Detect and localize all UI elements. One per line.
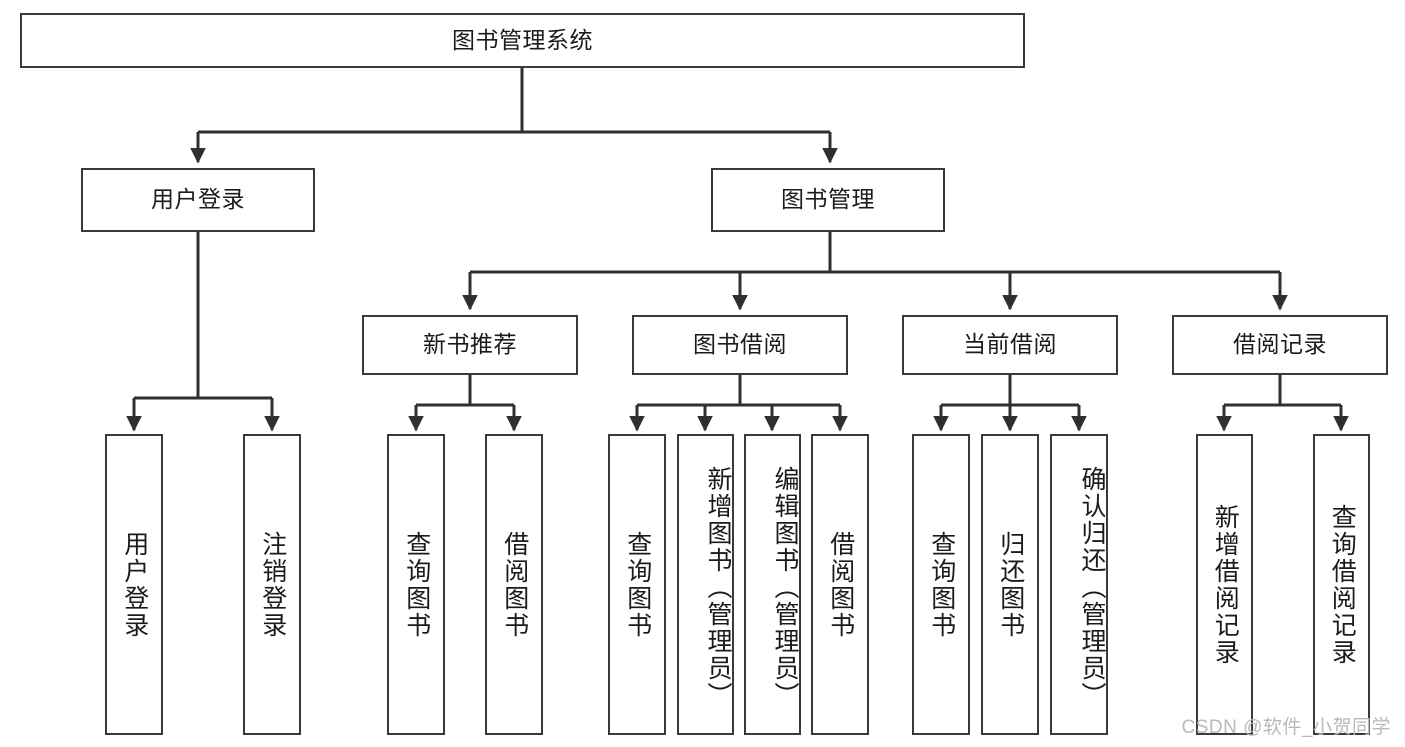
leaf-query-book-2[interactable]: 查询图书 xyxy=(608,434,666,735)
leaf-query-book-3-label: 查询图书 xyxy=(927,530,956,639)
node-current-borrow[interactable]: 当前借阅 xyxy=(902,315,1118,375)
node-new-book-recommend-label: 新书推荐 xyxy=(423,331,517,358)
node-user-login[interactable]: 用户登录 xyxy=(81,168,315,232)
node-book-borrow[interactable]: 图书借阅 xyxy=(632,315,848,375)
leaf-edit-book[interactable]: 编辑图书（管理员） xyxy=(744,434,801,735)
leaf-query-book-2-label: 查询图书 xyxy=(623,530,652,639)
leaf-user-login[interactable]: 用户登录 xyxy=(105,434,163,735)
leaf-query-book-3[interactable]: 查询图书 xyxy=(912,434,970,735)
leaf-edit-book-label: 编辑图书（管理员） xyxy=(771,466,799,709)
watermark: CSDN @软件_小贺同学 xyxy=(1181,717,1391,738)
node-borrow-record-label: 借阅记录 xyxy=(1233,331,1327,358)
leaf-return-book[interactable]: 归还图书 xyxy=(981,434,1039,735)
node-book-manage-label: 图书管理 xyxy=(781,186,875,213)
node-current-borrow-label: 当前借阅 xyxy=(963,331,1057,358)
leaf-return-book-label: 归还图书 xyxy=(996,530,1025,639)
leaf-add-book[interactable]: 新增图书（管理员） xyxy=(677,434,734,735)
leaf-add-record-label: 新增借阅记录 xyxy=(1211,503,1240,666)
leaf-query-record-label: 查询借阅记录 xyxy=(1328,503,1357,666)
node-new-book-recommend[interactable]: 新书推荐 xyxy=(362,315,578,375)
leaf-borrow-book-1-label: 借阅图书 xyxy=(500,530,529,639)
leaf-borrow-book-2-label: 借阅图书 xyxy=(826,530,855,639)
leaf-borrow-book-1[interactable]: 借阅图书 xyxy=(485,434,543,735)
leaf-confirm-return[interactable]: 确认归还（管理员） xyxy=(1050,434,1108,735)
leaf-query-record[interactable]: 查询借阅记录 xyxy=(1313,434,1370,735)
leaf-confirm-return-label: 确认归还（管理员） xyxy=(1078,466,1106,709)
leaf-query-book-1[interactable]: 查询图书 xyxy=(387,434,445,735)
node-root[interactable]: 图书管理系统 xyxy=(20,13,1025,68)
node-book-manage[interactable]: 图书管理 xyxy=(711,168,945,232)
leaf-add-book-label: 新增图书（管理员） xyxy=(704,466,732,709)
node-borrow-record[interactable]: 借阅记录 xyxy=(1172,315,1388,375)
leaf-borrow-book-2[interactable]: 借阅图书 xyxy=(811,434,869,735)
node-book-borrow-label: 图书借阅 xyxy=(693,331,787,358)
leaf-add-record[interactable]: 新增借阅记录 xyxy=(1196,434,1253,735)
leaf-user-logout[interactable]: 注销登录 xyxy=(243,434,301,735)
leaf-user-login-label: 用户登录 xyxy=(120,530,149,639)
node-root-label: 图书管理系统 xyxy=(452,26,593,53)
node-user-login-label: 用户登录 xyxy=(151,186,245,213)
leaf-user-logout-label: 注销登录 xyxy=(258,530,287,639)
leaf-query-book-1-label: 查询图书 xyxy=(402,530,431,639)
